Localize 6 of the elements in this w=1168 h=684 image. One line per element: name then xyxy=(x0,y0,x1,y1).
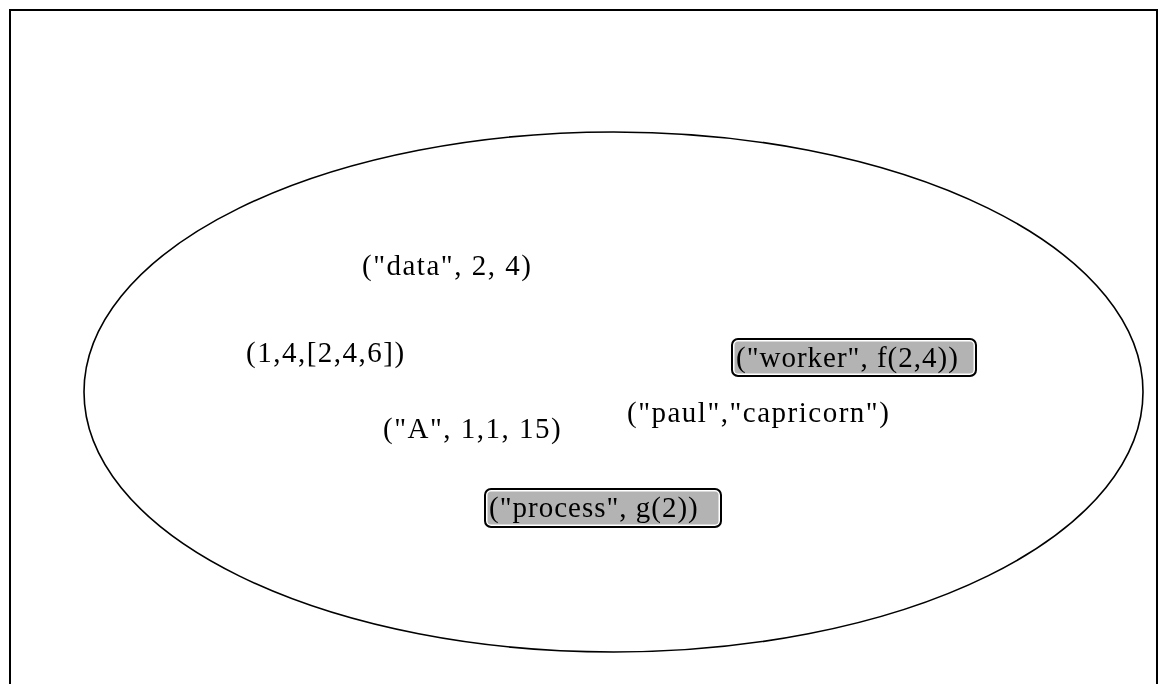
tuple-box: ("process", g(2)) xyxy=(484,488,722,528)
tuple-text: ("paul","capricorn") xyxy=(627,395,891,429)
tuple-text: ("data", 2, 4) xyxy=(362,248,533,282)
tuple-text: (1,4,[2,4,6]) xyxy=(246,335,406,369)
tuple-text: ("A", 1,1, 15) xyxy=(383,411,563,445)
tuple-box: ("worker", f(2,4)) xyxy=(731,338,977,377)
